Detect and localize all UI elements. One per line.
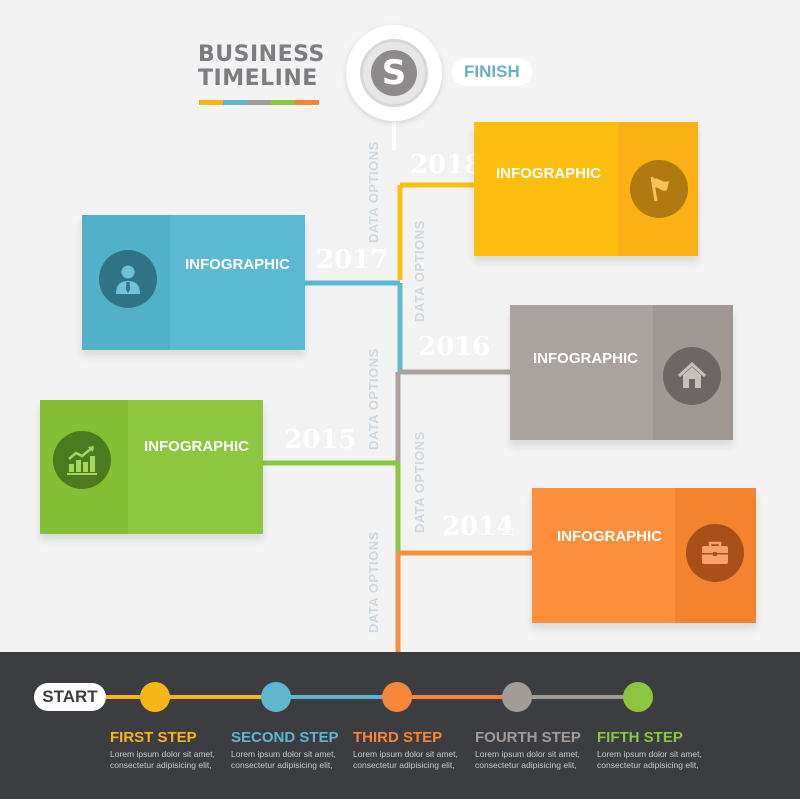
- businessman-icon: [99, 250, 157, 308]
- step-dot-3: [382, 682, 412, 712]
- start-label: START: [34, 683, 106, 711]
- card-2016-label: INFOGRAPHIC: [533, 350, 638, 367]
- year-2014: 2014: [442, 512, 515, 542]
- finish-badge: S: [346, 25, 442, 121]
- step-dot-2: [261, 682, 291, 712]
- card-2017: INFOGRAPHIC: [82, 215, 305, 350]
- step-desc-1: Lorem ipsum dolor sit amet, consectetur …: [110, 749, 215, 770]
- title-bar-segment-3: [247, 100, 271, 105]
- growth-chart-icon: [53, 431, 111, 489]
- year-2015: 2015: [284, 425, 357, 455]
- title-color-bar: [199, 100, 319, 105]
- year-2016: 2016: [418, 332, 491, 362]
- step-desc-3: Lorem ipsum dolor sit amet, consectetur …: [353, 749, 458, 770]
- card-2018-body: [474, 122, 618, 256]
- card-2015: INFOGRAPHIC: [40, 400, 263, 534]
- connector-2017: [300, 280, 403, 372]
- connector-2018: [397, 182, 478, 280]
- house-icon: [663, 347, 721, 405]
- card-2016-body: [510, 305, 653, 440]
- title-line-2: TIMELINE: [198, 66, 318, 91]
- step-desc-2: Lorem ipsum dolor sit amet, consectetur …: [231, 749, 336, 770]
- step-title-5: FIFTH STEP: [597, 729, 683, 746]
- card-2014-body: [532, 488, 675, 623]
- step-dot-4: [502, 682, 532, 712]
- finish-stem: [392, 120, 396, 150]
- connector-2016: [395, 369, 510, 463]
- footer-panel: [0, 652, 800, 799]
- title-bar-segment-5: [295, 100, 319, 105]
- card-2018: INFOGRAPHIC: [474, 122, 698, 256]
- card-2016: INFOGRAPHIC: [510, 305, 733, 440]
- title-bar-segment-1: [199, 100, 223, 105]
- card-2018-label: INFOGRAPHIC: [496, 165, 601, 182]
- card-2017-body: [170, 215, 305, 350]
- dollar-coin-icon: S: [371, 50, 417, 96]
- step-title-2: SECOND STEP: [231, 729, 339, 746]
- step-dot-1: [140, 682, 170, 712]
- step-desc-4: Lorem ipsum dolor sit amet, consectetur …: [475, 749, 580, 770]
- year-2017: 2017: [316, 245, 389, 275]
- finish-label: FINISH: [452, 58, 532, 86]
- briefcase-icon: [686, 524, 744, 582]
- flag-icon: [630, 160, 688, 218]
- card-2017-label: INFOGRAPHIC: [185, 256, 290, 273]
- card-2015-label: INFOGRAPHIC: [144, 438, 249, 455]
- card-2015-body: [128, 400, 263, 534]
- title-bar-segment-2: [223, 100, 247, 105]
- title-line-1: BUSINESS: [198, 42, 325, 67]
- connector-2015: [262, 460, 401, 553]
- step-title-4: FOURTH STEP: [475, 729, 581, 746]
- card-2014: INFOGRAPHIC: [532, 488, 756, 623]
- step-dot-5: [623, 682, 653, 712]
- card-2014-label: INFOGRAPHIC: [557, 528, 662, 545]
- step-title-1: FIRST STEP: [110, 729, 197, 746]
- finish-badge-inner: S: [360, 39, 428, 107]
- title-bar-segment-4: [271, 100, 295, 105]
- step-desc-5: Lorem ipsum dolor sit amet, consectetur …: [597, 749, 702, 770]
- year-2018: 2018: [410, 150, 483, 180]
- step-title-3: THIRD STEP: [353, 729, 443, 746]
